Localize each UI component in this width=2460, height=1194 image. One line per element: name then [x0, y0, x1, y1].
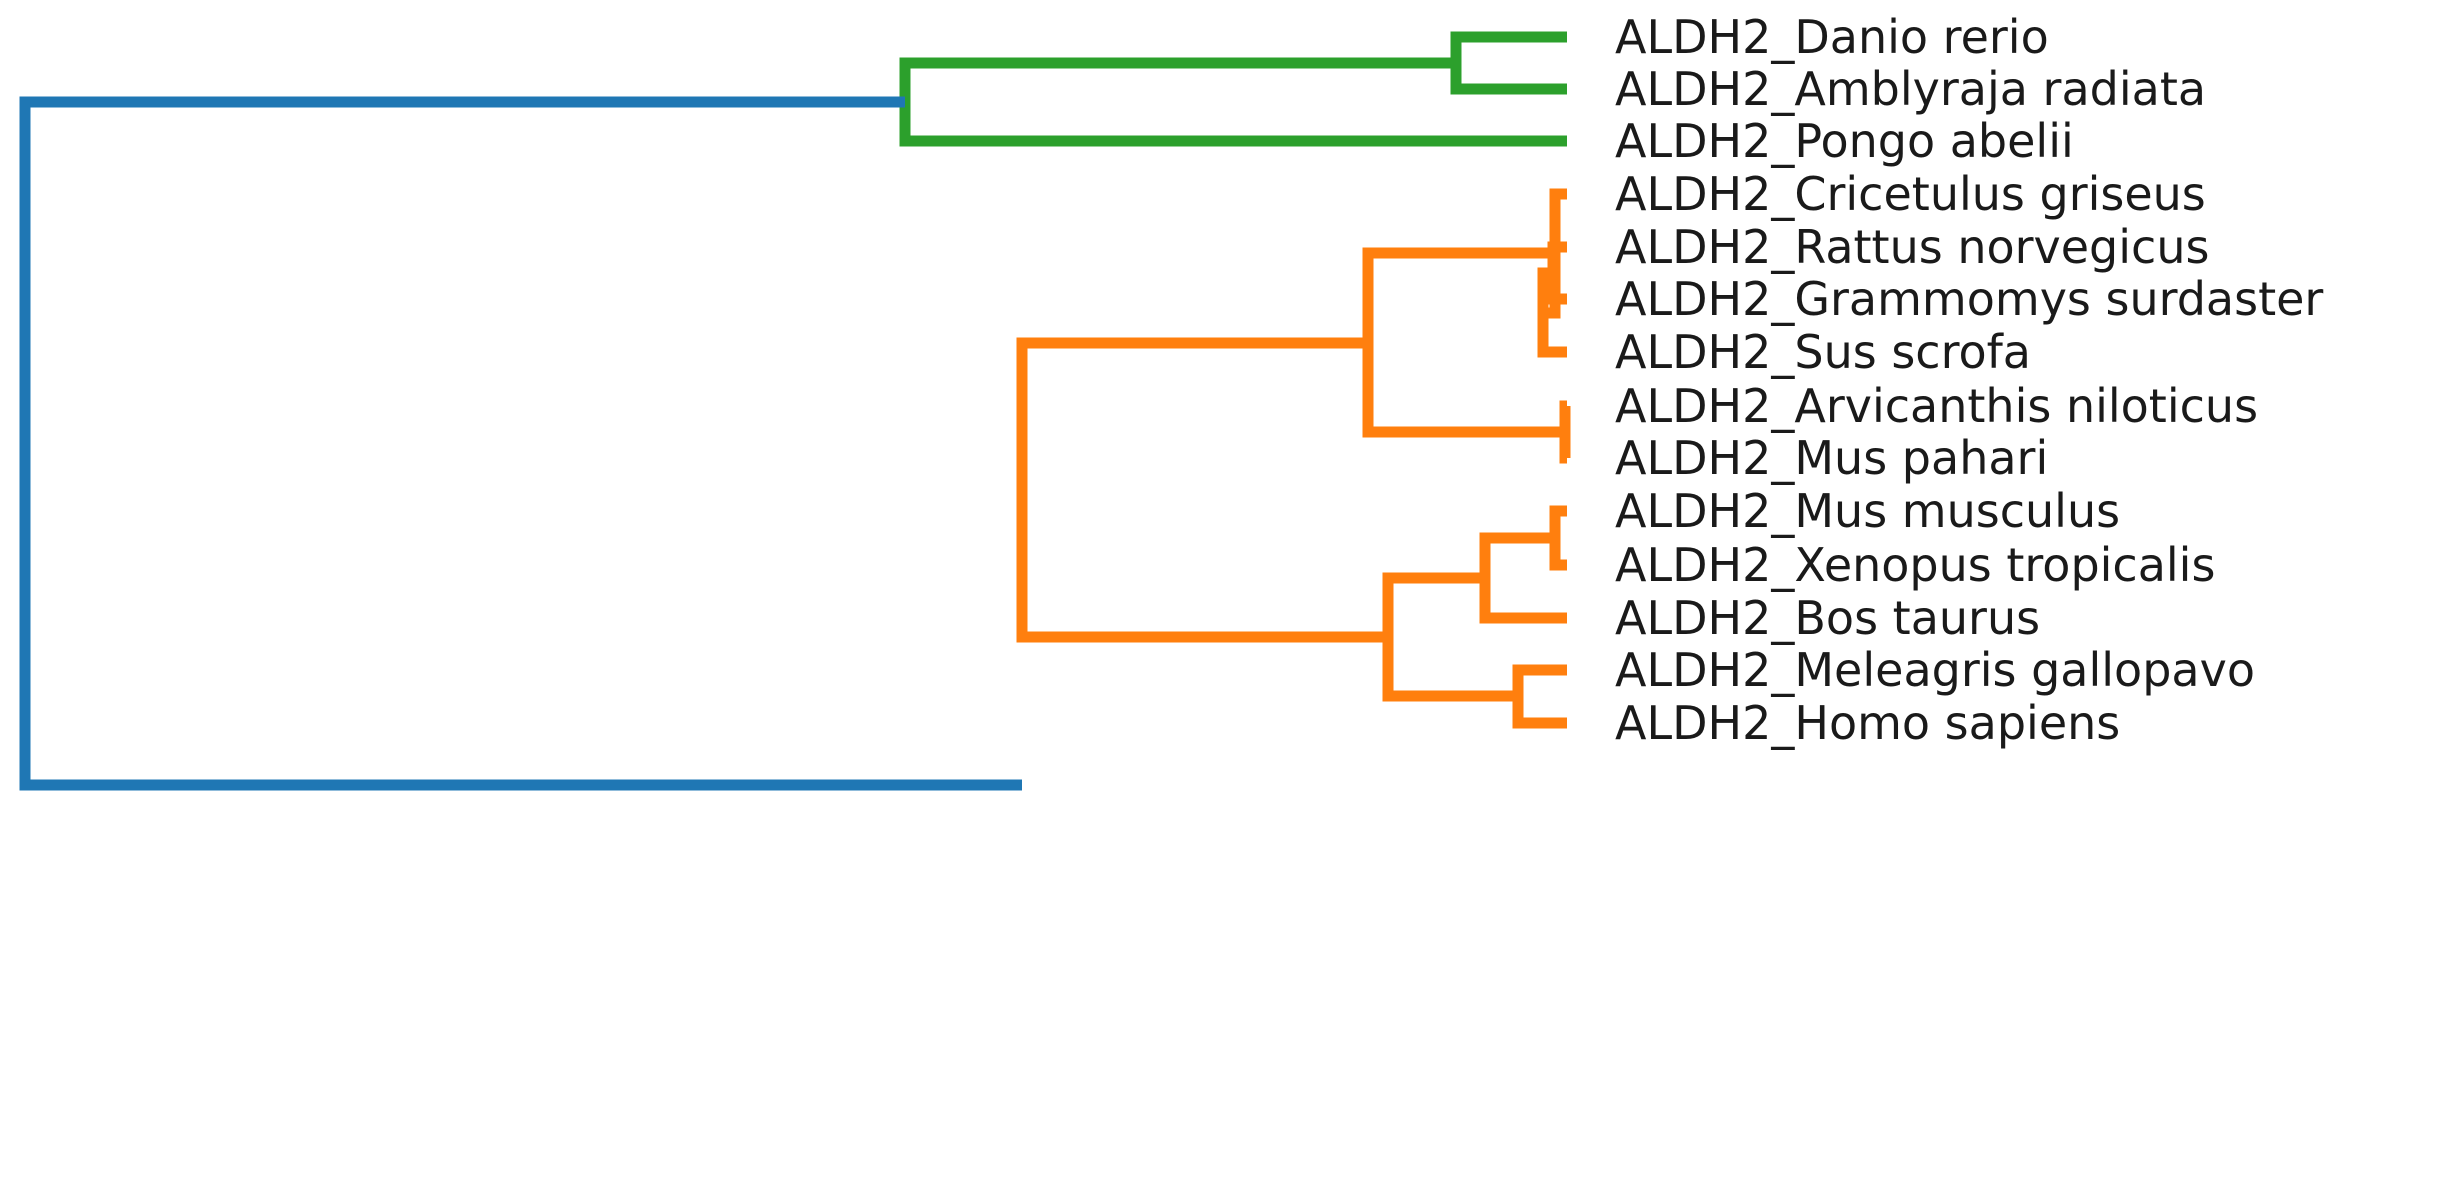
tree-branch-blue-root [19, 96, 1022, 791]
tree-branch-green-danio-amblyraja [1450, 31, 1567, 95]
tree-branch-orange-mus-xenopus [1549, 505, 1567, 571]
leaf-label-xenopus: ALDH2_Xenopus tropicalis [1615, 538, 2216, 592]
tree-branch-orange-meleagris-homo [1512, 664, 1567, 729]
leaf-label-homo: ALDH2_Homo sapiens [1615, 696, 2121, 750]
leaf-label-musmusculus: ALDH2_Mus musculus [1615, 484, 2121, 538]
leaf-label-bos: ALDH2_Bos taurus [1615, 591, 2041, 645]
leaf-label-cricetulus: ALDH2_Cricetulus griseus [1615, 167, 2206, 221]
leaf-label-pongo: ALDH2_Pongo abelii [1615, 114, 2074, 168]
tree-branch-orange-root [1016, 337, 1388, 643]
leaf-label-meleagris: ALDH2_Meleagris gallopavo [1615, 643, 2255, 697]
tree-link-layer [19, 31, 1571, 791]
tree-branch-orange-upper-node [1362, 247, 1565, 438]
leaf-label-arvicanthis: ALDH2_Arvicanthis niloticus [1615, 379, 2259, 433]
leaf-label-amblyraja: ALDH2_Amblyraja radiata [1615, 62, 2207, 116]
leaf-label-danio: ALDH2_Danio rerio [1615, 10, 2049, 64]
leaf-label-rattus: ALDH2_Rattus norvegicus [1615, 220, 2210, 274]
tree-branch-orange-lower-node [1382, 572, 1518, 702]
leaf-label-muspahari: ALDH2_Mus pahari [1615, 431, 2049, 485]
tree-branch-green-root [899, 57, 1567, 147]
leaf-label-sus: ALDH2_Sus scrofa [1615, 325, 2031, 379]
leaf-label-grammomys: ALDH2_Grammomys surdaster [1615, 272, 2324, 326]
tree-branch-orange-arvi-muspahari [1559, 400, 1571, 464]
tree-tip-layer [1561, 31, 1567, 729]
